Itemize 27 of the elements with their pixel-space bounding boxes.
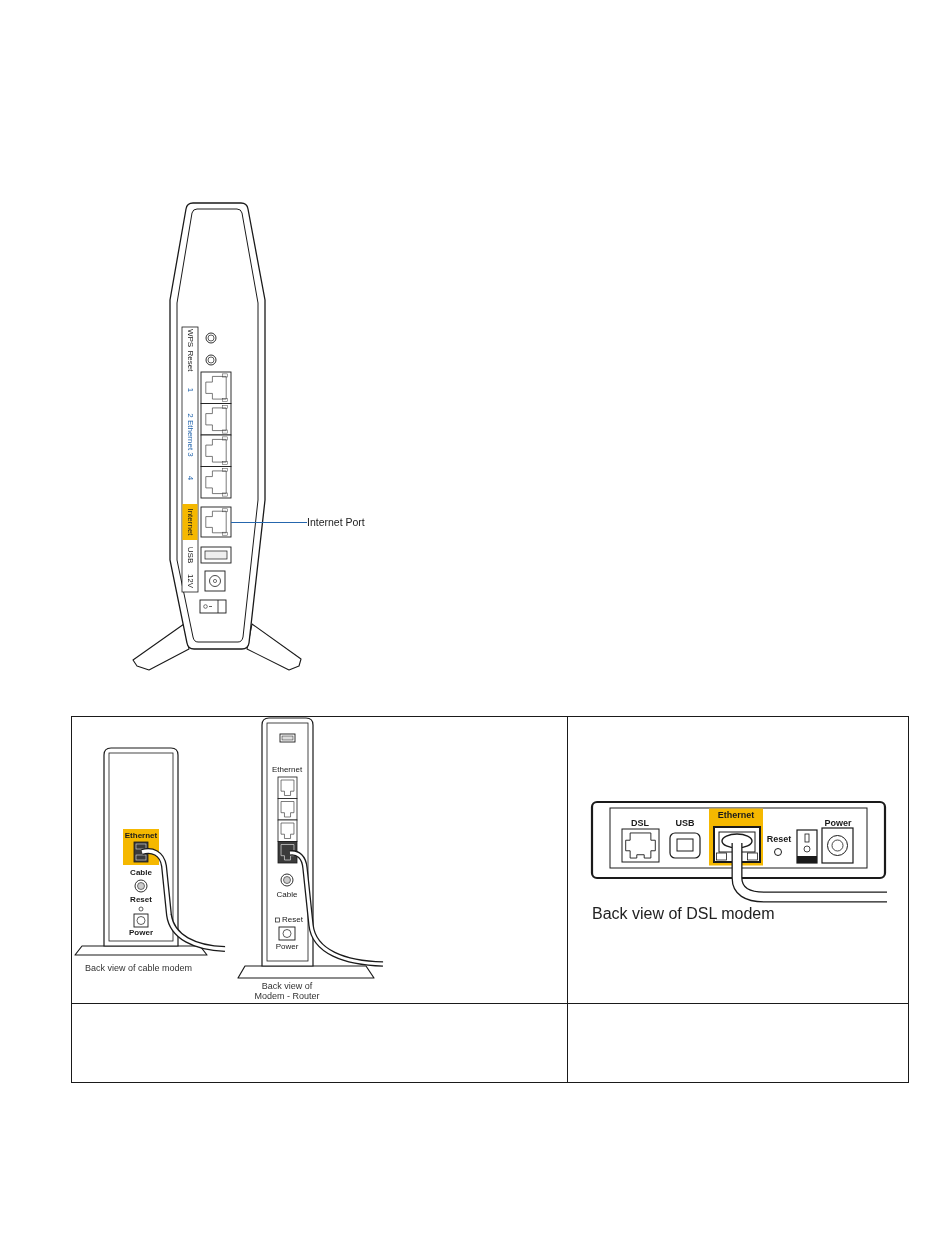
port-label: 12V [185, 573, 195, 589]
port-label: Internet [185, 508, 195, 536]
port-label: Reset [766, 833, 792, 845]
port-label: DSL [631, 817, 649, 829]
internet-port [200, 506, 232, 538]
figure-caption: Back view of Modem - Router [253, 982, 321, 1002]
port-label: Ethernet [271, 765, 303, 775]
port-label: Ethernet [717, 809, 755, 821]
port-label: 1 [185, 387, 195, 393]
port-label: USB [185, 546, 195, 564]
callout-label: Internet Port [307, 515, 365, 530]
port-label: Reset [185, 350, 195, 371]
port-label: Reset [130, 895, 152, 905]
port-label: Power [275, 942, 299, 952]
port-label: Power [129, 928, 153, 938]
port-label: 4 [185, 475, 195, 481]
figure-caption: Back view of cable modem [85, 962, 193, 974]
port-label: Reset [282, 915, 303, 925]
port-label: Power [824, 817, 852, 829]
port-label: USB [675, 817, 695, 829]
figure-caption: Back view of DSL modem [592, 904, 775, 924]
leader-line [230, 521, 308, 524]
port-label: Cable [130, 868, 152, 878]
port-label: WPS [185, 328, 195, 348]
port-label: 2 Ethernet 3 [185, 413, 195, 457]
port-label: Ethernet [124, 830, 158, 841]
port-label: Cable [276, 890, 298, 900]
